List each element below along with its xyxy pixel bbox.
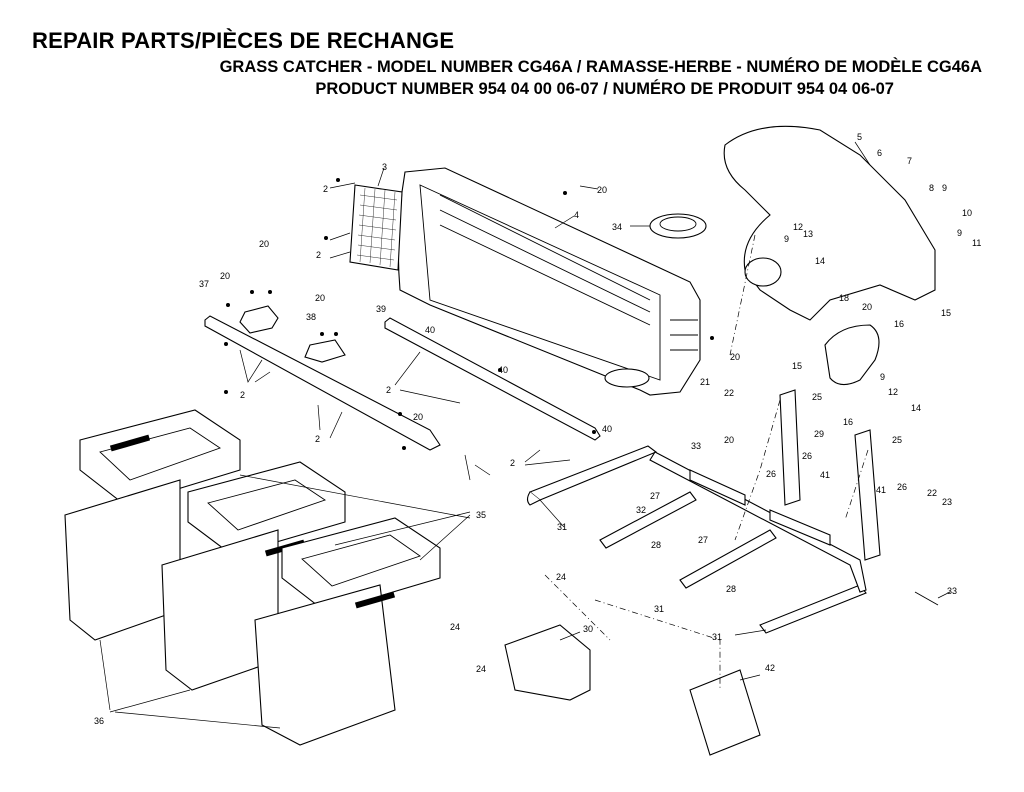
hitch-part-30 — [504, 624, 591, 701]
callout-20: 20 — [315, 293, 325, 303]
callout-9: 9 — [942, 183, 947, 193]
callout-32: 32 — [636, 505, 646, 515]
callout-6: 6 — [877, 148, 882, 158]
callout-12: 12 — [793, 222, 803, 232]
callout-2: 2 — [316, 250, 321, 260]
callout-13: 13 — [803, 229, 813, 239]
callout-38: 38 — [306, 312, 316, 322]
callout-24: 24 — [450, 622, 460, 632]
callout-39: 39 — [376, 304, 386, 314]
cap-part-34 — [649, 213, 707, 239]
callout-26: 26 — [897, 482, 907, 492]
callout-41: 41 — [820, 470, 830, 480]
callout-15: 15 — [792, 361, 802, 371]
callout-14: 14 — [815, 256, 825, 266]
callout-31: 31 — [557, 522, 567, 532]
callout-28: 28 — [726, 584, 736, 594]
callout-31: 31 — [654, 604, 664, 614]
callout-20: 20 — [730, 352, 740, 362]
deflector-part-18 — [824, 324, 880, 386]
callout-37: 37 — [199, 279, 209, 289]
callout-2: 2 — [315, 434, 320, 444]
callout-20: 20 — [259, 239, 269, 249]
callout-20: 20 — [862, 302, 872, 312]
callout-40: 40 — [425, 325, 435, 335]
callout-25: 25 — [812, 392, 822, 402]
callout-25: 25 — [892, 435, 902, 445]
callout-2: 2 — [510, 458, 515, 468]
model-subtitle: GRASS CATCHER - MODEL NUMBER CG46A / RAM… — [219, 58, 982, 76]
callout-labels: 3 2 2 20 4 34 5 6 7 8 9 10 9 11 12 13 9 … — [94, 132, 981, 726]
callout-40: 40 — [498, 365, 508, 375]
callout-33: 33 — [947, 586, 957, 596]
callout-8: 8 — [929, 183, 934, 193]
callout-2: 2 — [323, 184, 328, 194]
callout-30: 30 — [583, 624, 593, 634]
rail-part-37 — [204, 315, 441, 451]
callout-22: 22 — [927, 488, 937, 498]
page-title: REPAIR PARTS/PIÈCES DE RECHANGE — [32, 28, 455, 53]
chute-part-5 — [723, 125, 936, 321]
callout-10: 10 — [962, 208, 972, 218]
callout-9: 9 — [784, 234, 789, 244]
callout-31: 31 — [712, 632, 722, 642]
callout-21: 21 — [700, 377, 710, 387]
callout-12: 12 — [888, 387, 898, 397]
callout-33: 33 — [691, 441, 701, 451]
callout-23: 23 — [942, 497, 952, 507]
rail-part-39 — [384, 317, 601, 441]
bag-1 — [64, 409, 241, 641]
product-subtitle: PRODUCT NUMBER 954 04 00 06-07 / NUMÉRO … — [315, 80, 894, 98]
callout-24: 24 — [556, 572, 566, 582]
leader-lines — [99, 141, 951, 729]
callout-20: 20 — [220, 271, 230, 281]
bag-3 — [254, 517, 441, 746]
callout-42: 42 — [765, 663, 775, 673]
callout-20: 20 — [597, 185, 607, 195]
bracket-part-38a — [239, 305, 279, 334]
bag-2 — [161, 461, 346, 691]
callout-9: 9 — [957, 228, 962, 238]
assembly-lines — [544, 234, 869, 690]
callout-7: 7 — [907, 156, 912, 166]
callout-28: 28 — [651, 540, 661, 550]
callout-34: 34 — [612, 222, 622, 232]
bracket-part-38b — [304, 339, 346, 363]
callout-5: 5 — [857, 132, 862, 142]
callout-9: 9 — [880, 372, 885, 382]
callout-22: 22 — [724, 388, 734, 398]
callout-16: 16 — [894, 319, 904, 329]
callout-36: 36 — [94, 716, 104, 726]
hardware-dots — [224, 178, 714, 450]
plate-part-42 — [689, 669, 761, 756]
callout-20: 20 — [724, 435, 734, 445]
screen-part-3 — [349, 184, 403, 271]
callout-4: 4 — [574, 210, 579, 220]
callout-41: 41 — [876, 485, 886, 495]
callout-29: 29 — [814, 429, 824, 439]
callout-2: 2 — [240, 390, 245, 400]
callout-24: 24 — [476, 664, 486, 674]
callout-20: 20 — [413, 412, 423, 422]
callout-18: 18 — [839, 293, 849, 303]
callout-27: 27 — [698, 535, 708, 545]
callout-26: 26 — [766, 469, 776, 479]
callout-2: 2 — [386, 385, 391, 395]
callout-40: 40 — [602, 424, 612, 434]
callout-27: 27 — [650, 491, 660, 501]
callout-26: 26 — [802, 451, 812, 461]
callout-35: 35 — [476, 510, 486, 520]
callout-15: 15 — [941, 308, 951, 318]
hood-part-4 — [397, 167, 701, 396]
callout-16: 16 — [843, 417, 853, 427]
callout-3: 3 — [382, 162, 387, 172]
callout-11: 11 — [972, 238, 981, 248]
frame-parts — [526, 389, 939, 634]
callout-14: 14 — [911, 403, 921, 413]
